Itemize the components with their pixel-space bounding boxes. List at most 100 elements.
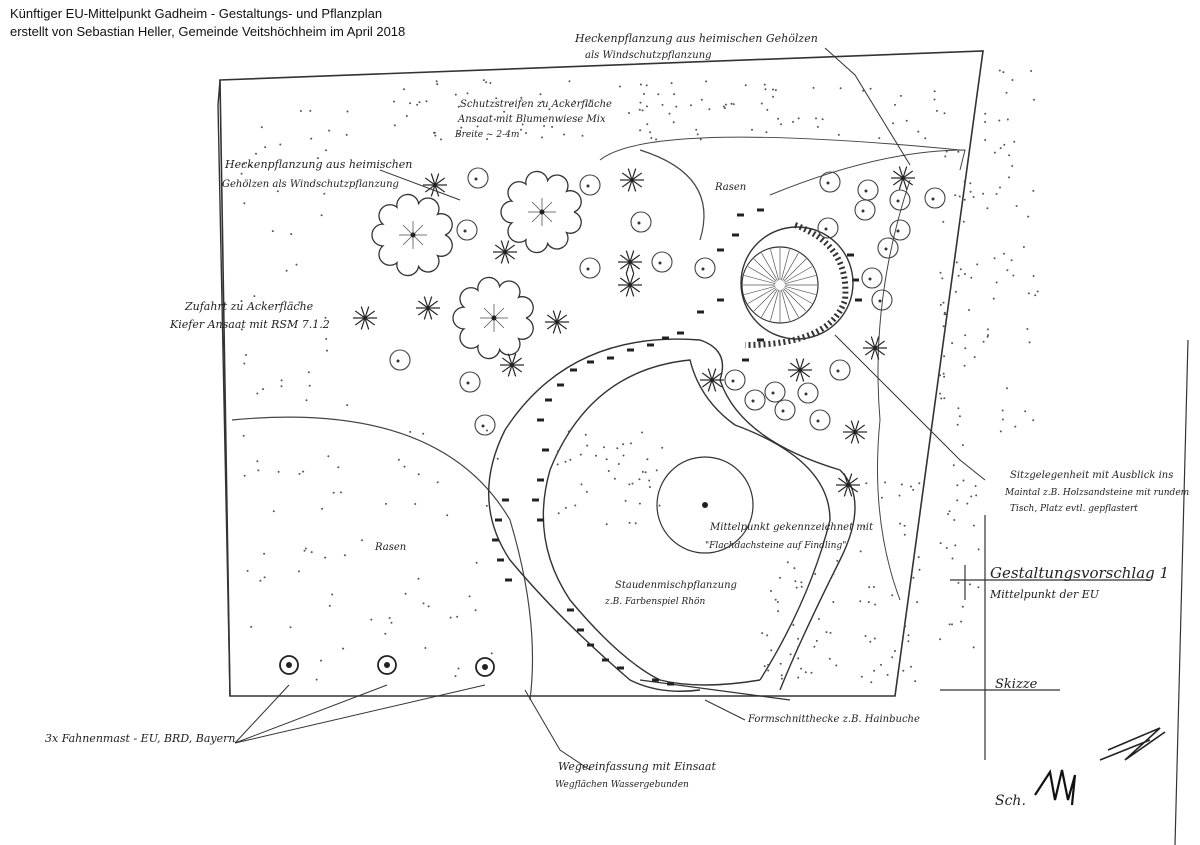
- label-seating-1: Sitzgelegenheit mit Ausblick ins: [1010, 470, 1173, 481]
- plan-author-line: erstellt von Sebastian Heller, Gemeinde …: [10, 24, 406, 39]
- stipple-dot: [543, 125, 546, 127]
- stipple-dot: [257, 469, 260, 472]
- stipple-dot: [933, 98, 936, 101]
- stipple-dot: [984, 121, 987, 123]
- boundary-left: [217, 104, 231, 697]
- label-lawn-left: Rasen: [374, 542, 406, 553]
- shrub-icon: [854, 199, 876, 221]
- stipple-dot: [956, 484, 959, 487]
- stipple-dot: [910, 485, 912, 488]
- north-arrow-icon: [1099, 727, 1166, 761]
- stipple-dot: [723, 107, 726, 110]
- label-signature: Sch.: [995, 793, 1026, 809]
- stipple-dot: [324, 556, 327, 559]
- stipple-dot: [939, 271, 942, 274]
- shrub-icon: [774, 399, 796, 421]
- stipple-dot: [933, 90, 936, 93]
- stipple-dot: [1010, 259, 1013, 262]
- stipple-dot: [999, 186, 1001, 189]
- stipple-dot: [892, 122, 894, 125]
- border-stone: [537, 518, 544, 522]
- stipple-dot: [310, 137, 313, 140]
- path-left-inner: [542, 469, 761, 686]
- hedge-bottom-edge: [639, 679, 791, 701]
- stipple-dot: [639, 101, 642, 104]
- stipple-dot: [1011, 165, 1014, 167]
- stipple-dot: [957, 581, 960, 584]
- stipple-dot: [668, 112, 671, 115]
- stipple-dot: [556, 450, 559, 453]
- seating-circle: [740, 226, 854, 340]
- stipple-dot: [569, 458, 572, 461]
- shrub-icon: [467, 167, 489, 189]
- stipple-dot: [942, 301, 945, 304]
- stipple-dot: [765, 131, 768, 134]
- stipple-dot: [766, 108, 769, 111]
- stipple-dot: [1013, 140, 1016, 143]
- stipple-dot: [878, 137, 881, 140]
- lawn-area-top-edge: [639, 149, 705, 241]
- stipple-dot: [828, 657, 831, 660]
- stipple-dot: [948, 510, 951, 513]
- stipple-dot: [622, 443, 625, 446]
- stipple-dot: [917, 556, 920, 559]
- stipple-dot: [624, 499, 627, 502]
- stipple-dot: [541, 136, 543, 139]
- stipple-dot: [539, 93, 542, 96]
- stipple-dot: [271, 230, 274, 233]
- stipple-dot: [520, 96, 523, 99]
- stipple-dot: [760, 102, 763, 105]
- stipple-dot: [905, 119, 908, 122]
- stipple-dot: [1026, 328, 1029, 330]
- label-flags: 3x Fahnenmast - EU, BRD, Bayern: [45, 732, 235, 745]
- stipple-dot: [315, 678, 318, 681]
- shrub-icon: [694, 257, 716, 279]
- stipple-dot: [957, 274, 960, 277]
- stipple-dot: [815, 639, 818, 642]
- stipple-dot: [1028, 341, 1031, 344]
- paving-line: [782, 252, 799, 281]
- stipple-dot: [316, 157, 319, 160]
- stipple-dot: [320, 659, 322, 662]
- stone-bench: [744, 222, 849, 348]
- stipple-dot: [476, 125, 479, 128]
- stipple-dot: [585, 490, 588, 493]
- stipple-dot: [732, 103, 735, 106]
- stipple-dot: [780, 677, 783, 680]
- stipple-dot: [456, 615, 459, 618]
- stipple-dot: [485, 81, 488, 84]
- border-stone: [545, 398, 552, 402]
- stipple-dot: [696, 133, 699, 136]
- paving-line: [747, 287, 776, 304]
- stipple-dot: [699, 138, 702, 141]
- stipple-dot: [503, 110, 506, 113]
- stipple-dot: [943, 313, 946, 316]
- stipple-dot: [644, 471, 647, 474]
- stipple-dot: [951, 557, 954, 560]
- label-seating-2: Maintal z.B. Holzsandsteine mit rundem: [1004, 488, 1189, 498]
- stipple-dot: [903, 524, 906, 527]
- stipple-dot: [813, 645, 816, 648]
- stipple-dot: [815, 117, 817, 120]
- stipple-dot: [964, 334, 967, 337]
- stipple-dot: [770, 649, 773, 652]
- stipple-dot: [943, 112, 946, 115]
- stipple-dot: [638, 108, 641, 111]
- title-block-lines: [940, 339, 1189, 845]
- stipple-dot: [835, 664, 838, 667]
- stipple-dot: [860, 675, 863, 678]
- stipple-dot: [797, 646, 800, 648]
- stipple-dot: [779, 576, 781, 579]
- stipple-dot: [628, 521, 631, 524]
- stipple-dot: [325, 149, 327, 152]
- stipple-dot: [279, 143, 282, 146]
- stipple-dot: [628, 483, 631, 486]
- paving-line: [770, 249, 780, 281]
- stipple-dot: [655, 469, 658, 472]
- conifer-icon: [843, 420, 867, 444]
- border-stone: [577, 628, 584, 632]
- stipple-dot: [390, 621, 393, 624]
- stipple-dot: [564, 460, 567, 463]
- deciduous-tree-icon: [500, 170, 582, 254]
- paving-line: [780, 289, 790, 321]
